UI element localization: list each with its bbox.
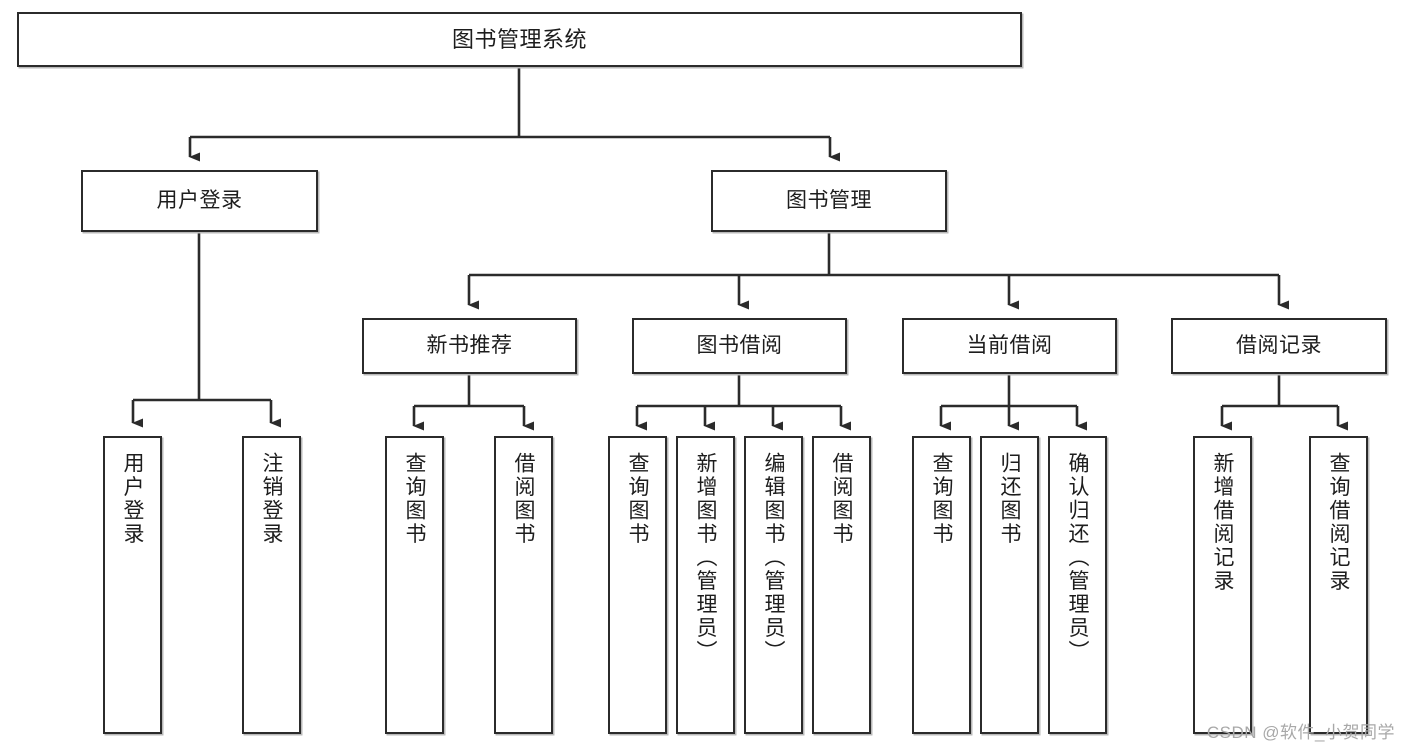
node-label: 查询图书 [930,452,953,546]
leaf-borrow-book-bb[interactable]: 借阅图书 [812,436,871,734]
leaf-user-login[interactable]: 用户登录 [103,436,162,734]
node-label: 编辑图书（管理员） [762,452,785,664]
node-label: 用户登录 [121,452,144,546]
leaf-add-borrow-record[interactable]: 新增借阅记录 [1193,436,1252,734]
leaf-edit-book-admin[interactable]: 编辑图书（管理员） [744,436,803,734]
node-label: 新增图书（管理员） [694,452,717,664]
node-label: 图书管理系统 [451,26,587,52]
node-book-management[interactable]: 图书管理 [711,170,947,232]
node-label: 新增借阅记录 [1211,452,1234,593]
leaf-logout[interactable]: 注销登录 [242,436,301,734]
leaf-query-book-cb[interactable]: 查询图书 [912,436,971,734]
node-new-book-recommendation[interactable]: 新书推荐 [362,318,577,374]
node-label: 归还图书 [998,452,1021,546]
leaf-return-book[interactable]: 归还图书 [980,436,1039,734]
node-label: 查询借阅记录 [1327,452,1350,593]
node-label: 注销登录 [260,452,283,546]
node-label: 用户登录 [156,188,243,212]
node-label: 图书借阅 [696,333,783,357]
leaf-borrow-book-nbr[interactable]: 借阅图书 [494,436,553,734]
node-label: 查询图书 [626,452,649,546]
node-user-login[interactable]: 用户登录 [81,170,318,232]
node-label: 借阅图书 [830,452,853,546]
leaf-query-book-bb[interactable]: 查询图书 [608,436,667,734]
node-current-borrow[interactable]: 当前借阅 [902,318,1117,374]
csdn-watermark: CSDN @软件_小贺同学 [1206,723,1395,742]
node-root-book-management-system[interactable]: 图书管理系统 [17,12,1022,67]
node-label: 新书推荐 [426,333,513,357]
node-label: 图书管理 [786,188,872,212]
leaf-query-book-nbr[interactable]: 查询图书 [385,436,444,734]
node-label: 查询图书 [403,452,426,546]
leaf-confirm-return-admin[interactable]: 确认归还（管理员） [1048,436,1107,734]
node-label: 当前借阅 [966,333,1053,357]
leaf-add-book-admin[interactable]: 新增图书（管理员） [676,436,735,734]
node-label: 借阅记录 [1236,333,1322,357]
node-label: 借阅图书 [512,452,535,546]
leaf-query-borrow-record[interactable]: 查询借阅记录 [1309,436,1368,734]
node-book-borrow[interactable]: 图书借阅 [632,318,847,374]
node-borrow-record[interactable]: 借阅记录 [1171,318,1387,374]
node-label: 确认归还（管理员） [1066,452,1089,664]
